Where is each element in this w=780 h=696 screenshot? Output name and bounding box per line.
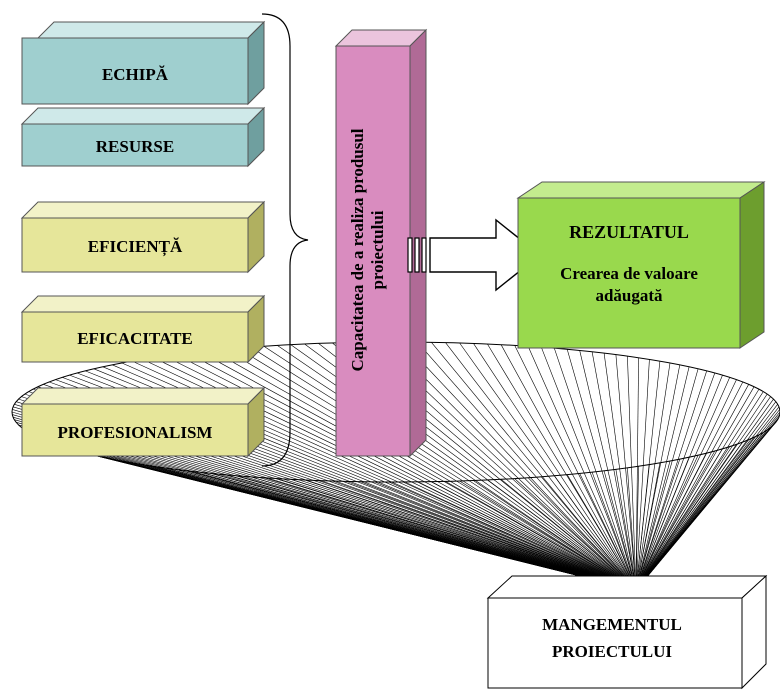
capacity-text-line1: Capacitatea de a realiza produsul: [348, 128, 367, 371]
factor-box-profesionalism: PROFESIONALISM: [20, 386, 266, 458]
factor-label: RESURSE: [96, 137, 174, 156]
factor-box-eficacitate: EFICACITATE: [20, 294, 266, 364]
factor-box-resurse: RESURSE: [20, 106, 266, 168]
result-text-line2: adăugată: [595, 286, 663, 305]
factor-label: PROFESIONALISM: [58, 423, 213, 442]
management-text-line2: PROIECTULUI: [552, 642, 672, 661]
factor-label: EFICACITATE: [77, 329, 193, 348]
factor-box-front: [21, 123, 249, 167]
management-box: MANGEMENTUL PROIECTULUI: [486, 574, 768, 690]
factor-box-front: [21, 37, 249, 105]
capacity-text-line2: proiectului: [368, 210, 387, 289]
factor-box-eficienta: EFICIENȚĂ: [20, 200, 266, 274]
management-text-line1: MANGEMENTUL: [542, 615, 682, 634]
result-text-line1: Crearea de valoare: [560, 264, 698, 283]
factor-label: ECHIPĂ: [102, 65, 169, 84]
capacity-pillar: Capacitatea de a realiza produsul proiec…: [334, 28, 428, 458]
factor-box-front: [21, 217, 249, 273]
factor-label: EFICIENȚĂ: [88, 237, 183, 257]
factor-box-front: [21, 311, 249, 363]
factor-box-front: [21, 403, 249, 457]
factor-box-echipa: ECHIPĂ: [21, 20, 266, 106]
grouping-brace: [261, 13, 309, 467]
result-box: REZULTATUL Crearea de valoare adăugată: [516, 181, 766, 349]
result-title: REZULTATUL: [569, 222, 689, 242]
